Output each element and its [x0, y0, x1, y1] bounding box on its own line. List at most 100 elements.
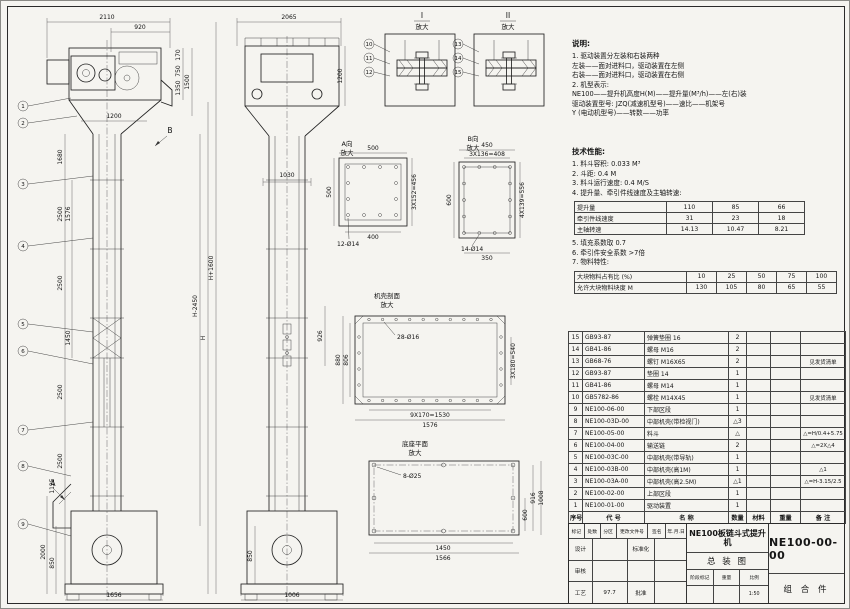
- notes-title: 说明:: [572, 39, 590, 48]
- bom-cell-material: [746, 331, 771, 344]
- material-table: 大块物料占有比 (%) 10 25 50 75 100 允许大块物料块度 M 1…: [574, 270, 837, 294]
- bom-row: 10 GB5782-86 螺栓 M14X45 1 见发货清单: [568, 391, 846, 404]
- part-balloon: 6: [21, 349, 25, 355]
- bom-row: 4 NE100-03B-00 中部机壳(高1M) 1 △1: [568, 463, 846, 476]
- tech-line: 3. 料斗运行速度: 0.4 M/S: [572, 179, 649, 188]
- capacity-value: 14.13: [666, 223, 713, 236]
- bom-cell-name: 驱动装置: [644, 499, 729, 512]
- bom-row: 7 NE100-05-00 料斗 △ △=H/0.4+5.75: [568, 427, 846, 440]
- dim-label: 1576: [65, 206, 72, 221]
- bom-cell-code: NE100-02-00: [582, 487, 645, 500]
- notes-lines: 1. 驱动装置分左装和右装两种 左装——面对进料口，驱动装置在左侧 右装——面对…: [572, 52, 747, 119]
- detail-b-scale: 放大: [467, 143, 481, 152]
- capacity-value: 66: [758, 201, 805, 214]
- bom-cell-no: 15: [568, 331, 583, 344]
- material-row: 允许大块物料块度 M 130 105 80 65 55: [574, 281, 837, 294]
- dim-label: 3X180=540: [510, 343, 517, 379]
- bom-cell-weight: [770, 451, 801, 464]
- signature-role: 设计: [569, 539, 593, 560]
- bom-cell-no: 12: [568, 367, 583, 380]
- note-line: 驱动装置型号: JZQ(减速机型号)——速比——机架号: [572, 99, 725, 108]
- bom-row: 1 NE100-01-00 驱动装置 1: [568, 499, 846, 512]
- bom-cell-no: 14: [568, 343, 583, 356]
- dim-label: 806: [343, 354, 350, 366]
- detail-a-view: A向 放大 500 500 3X152=456 12-Ø14 400: [326, 139, 418, 248]
- bom-cell-code: NE100-06-00: [582, 403, 645, 416]
- dim-label: 600: [446, 194, 453, 206]
- stage-value-cell: 1:50: [748, 592, 760, 598]
- detail-i-scale: 放大: [416, 22, 430, 31]
- hole-callout: 8-Ø25: [403, 473, 422, 480]
- bom-header-row: 序号代 号名 称数量材料重量备 注: [568, 511, 846, 524]
- revision-header-row: 标记处数分区更改文件号签名年.月.日: [569, 524, 686, 539]
- dim-label: 1680: [57, 149, 64, 164]
- dim-label: 750: [175, 65, 182, 77]
- bom-cell-remark: [800, 499, 846, 512]
- signature-date: [593, 560, 628, 582]
- notes-section: 说明: 1. 驱动装置分左装和右装两种 左装——面对进料口，驱动装置在左侧 右装…: [572, 38, 747, 119]
- stage-label-cell: 比例: [749, 576, 759, 582]
- part-balloon: 3: [21, 182, 25, 188]
- revision-header-cell: 签名: [648, 524, 667, 538]
- bom-cell-material: [746, 487, 771, 500]
- revision-header-cell: 标记: [569, 524, 585, 538]
- note-line: Y (电动机型号)——转数——功率: [572, 109, 669, 118]
- part-balloon: 15: [455, 70, 462, 76]
- bom-cell-remark: [800, 379, 846, 392]
- bom-cell-material: [746, 343, 771, 356]
- bom-cell-name: 螺栓 M14X45: [644, 391, 729, 404]
- bom-cell-no: 5: [568, 451, 583, 464]
- part-balloon: 11: [366, 56, 373, 62]
- bom-cell-remark: △=2X△4: [800, 439, 846, 452]
- dim-label: 880: [335, 354, 342, 366]
- bom-header-cell: 备 注: [800, 511, 846, 524]
- title-block: 标记处数分区更改文件号签名年.月.日 设计 标准化 审核 工艺: [568, 523, 845, 604]
- detail-base-scale: 放大: [409, 448, 423, 457]
- bom-cell-qty: △1: [728, 475, 747, 488]
- capacity-value: 18: [758, 212, 805, 225]
- bom-cell-qty: △3: [728, 415, 747, 428]
- note-line: 右装——面对进料口，驱动装置在右侧: [572, 71, 685, 80]
- capacity-row: 主轴转速 14.13 10.47 8.21: [574, 223, 805, 236]
- detail-casing-scale: 放大: [381, 300, 395, 309]
- note-line: 1. 驱动装置分左装和右装两种: [572, 52, 660, 60]
- drawing-number: NE100-00-00: [769, 524, 844, 574]
- bom-cell-no: 2: [568, 487, 583, 500]
- dim-label: 1006: [284, 592, 299, 599]
- front-balloons: 1 2 3 4 5 6 7 8 9: [17, 97, 94, 537]
- bom-cell-remark: [800, 487, 846, 500]
- bom-cell-weight: [770, 487, 801, 500]
- bom-row: 5 NE100-03C-00 中部机壳(带导轨) 1: [568, 451, 846, 464]
- dim-label: 2500: [57, 453, 64, 468]
- part-type: 组 合 件: [783, 584, 830, 595]
- capacity-value: 23: [712, 212, 759, 225]
- sheet-name: 总 装 图: [687, 553, 768, 570]
- detail-a-holes: [346, 165, 398, 217]
- dim-label: 3X136=408: [469, 151, 505, 158]
- bom-cell-remark: △=H/0.4+5.75: [800, 427, 846, 440]
- bom-cell-code: GB68-76: [582, 355, 645, 368]
- dim-label: 500: [326, 186, 333, 198]
- bom-cell-weight: [770, 427, 801, 440]
- dim-label: H: [200, 336, 207, 341]
- bom-cell-code: GB41-86: [582, 343, 645, 356]
- part-balloon: 14: [455, 56, 462, 62]
- bom-cell-name: 上部区段: [644, 487, 729, 500]
- bom-row: 12 GB93-87 垫圈 14 1: [568, 367, 846, 380]
- dim-label: 2000: [40, 544, 47, 559]
- bom-cell-qty: 2: [728, 343, 747, 356]
- bom-cell-name: 下部区段: [644, 403, 729, 416]
- bom-row: 13 GB68-76 螺钉 M16X65 2 见发货清单: [568, 355, 846, 368]
- tech-line: 4. 提升量、牵引件线速度及主轴转速:: [572, 188, 682, 197]
- part-balloon: 13: [455, 42, 462, 48]
- tech-line: 6. 牵引件安全系数 >7倍: [572, 248, 645, 257]
- signature-sign: [655, 539, 686, 560]
- bom-header-cell: 名 称: [644, 511, 729, 524]
- bom-cell-no: 13: [568, 355, 583, 368]
- bom-row: 15 GB93-87 弹簧垫圈 16 2: [568, 331, 846, 344]
- hole-callout: 14-Ø14: [461, 246, 483, 253]
- bom-cell-material: [746, 415, 771, 428]
